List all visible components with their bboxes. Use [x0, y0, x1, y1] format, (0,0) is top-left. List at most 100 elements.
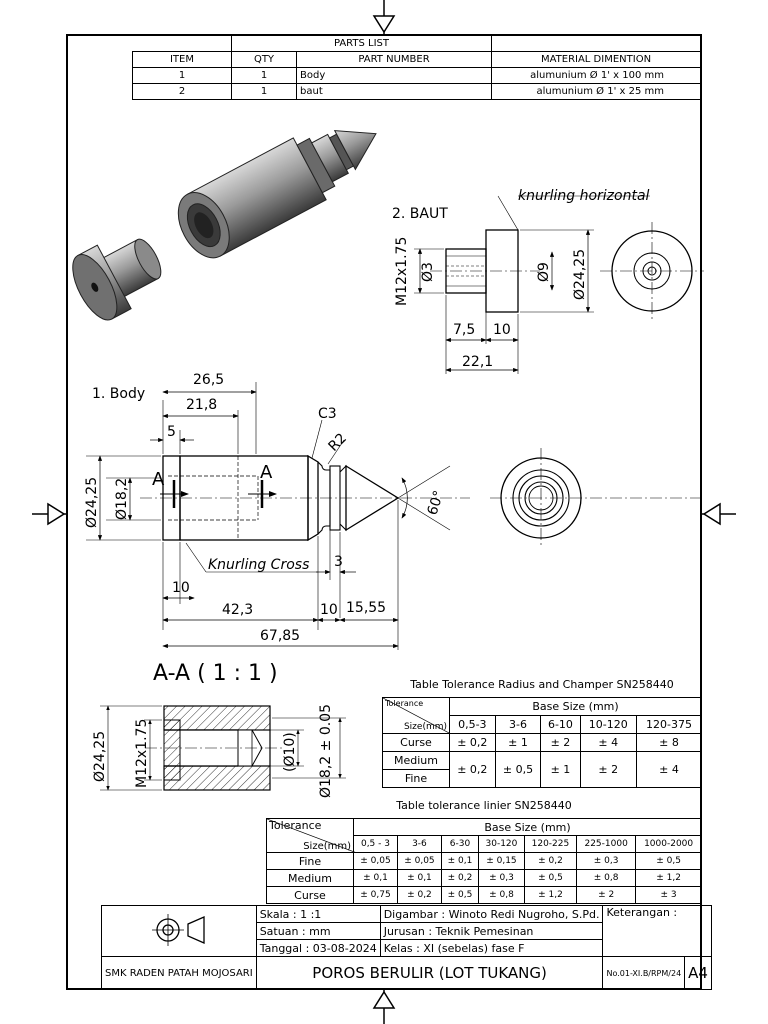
body-side-view — [86, 382, 700, 650]
tol-radius-title: Table Tolerance Radius and Champer SN258… — [410, 678, 674, 691]
jurusan-field: Jurusan : Teknik Pemesinan — [379, 922, 604, 940]
col-header: 0,5-3 — [449, 715, 496, 734]
corner-top-label: Tolerance — [269, 819, 322, 832]
tol-radius-table: Tolerance Size(mm) Base Size (mm) 0,5-3 … — [382, 697, 703, 788]
table-row: Fine ± 0,05 ± 0,05 ± 0,1 ± 0,15 ± 0,2 ± … — [266, 852, 702, 870]
section-thread-dim: M12x1.75 — [134, 719, 150, 788]
cell: ± 0,5 — [440, 886, 480, 904]
cell: ± 0,3 — [478, 869, 525, 887]
body-l10b-dim: 10 — [320, 602, 338, 618]
cell: ± 0,2 — [440, 869, 480, 887]
cell: ± 0,5 — [635, 852, 702, 870]
baut-d2425-dim: Ø24,25 — [572, 249, 588, 300]
cell: ± 0,2 — [396, 886, 442, 904]
corner-diagonal — [267, 819, 357, 853]
corner-bottom-label: Size(mm) — [403, 722, 447, 732]
cell: ± 0,1 — [440, 852, 480, 870]
col-header: 120-225 — [523, 835, 578, 853]
section-d10-dim: (Ø10) — [282, 732, 298, 772]
table-row: 2 1 baut alumunium Ø 1' x 25 mm — [132, 83, 701, 100]
drawing-title: POROS BERULIR (LOT TUKANG) — [255, 956, 604, 990]
col-header: 1000-2000 — [635, 835, 702, 853]
table-row: 1 1 Body alumunium Ø 1' x 100 mm — [132, 67, 701, 84]
row-header: Medium — [382, 751, 450, 770]
table-row: Curse ± 0,75 ± 0,2 ± 0,5 ± 0,8 ± 1,2 ± 2… — [266, 886, 702, 904]
section-aa-label: A-A ( 1 : 1 ) — [153, 661, 278, 686]
cell: ± 0,1 — [396, 869, 442, 887]
keterangan-field: Keterangan : — [602, 905, 712, 957]
table-row: Curse ± 0,2 ± 1 ± 2 ± 4 ± 8 — [382, 733, 703, 752]
row-header: Curse — [382, 733, 450, 752]
base-size-header: Base Size (mm) — [353, 818, 702, 836]
cell: ± 0,3 — [576, 852, 637, 870]
body-l1555-dim: 15,55 — [346, 600, 386, 616]
cell: ± 0,05 — [396, 852, 442, 870]
skala-field: Skala : 1 :1 — [255, 905, 381, 923]
body-d182-dim: Ø18,2 — [114, 478, 130, 520]
baut-label: 2. BAUT — [392, 206, 448, 222]
col-header: 30-120 — [478, 835, 525, 853]
parts-list-table: PARTS LIST ITEM QTY PART NUMBER MATERIAL… — [132, 35, 701, 100]
school-name-text: SMK RADEN PATAH MOJOSARI — [105, 967, 253, 979]
cell: ± 0,5 — [523, 869, 578, 887]
corner-top-label: Tolerance — [385, 699, 424, 708]
row-header: Fine — [266, 852, 354, 870]
table-row: Medium ± 0,2 ± 0,5 ± 1 ± 2 ± 4 — [382, 751, 703, 788]
col-header: 6-10 — [540, 715, 581, 734]
col-header: 120-375 — [635, 715, 703, 734]
body-l5-dim: 5 — [167, 424, 176, 440]
baut-d3-dim: Ø3 — [420, 262, 436, 282]
tol-linear-title: Table tolerance linier SN258440 — [396, 799, 572, 812]
section-mark-a-left: A — [152, 469, 165, 490]
cell: ± 0,1 — [353, 869, 398, 887]
col-header: 225-1000 — [576, 835, 637, 853]
sheet-size: A4 — [684, 956, 712, 990]
body-c3-dim: C3 — [318, 406, 337, 422]
cell: ± 0,5 — [494, 751, 542, 788]
tol-linear-table: Tolerance Size(mm) Base Size (mm) 0,5 - … — [266, 818, 702, 904]
body-l423-dim: 42,3 — [222, 602, 253, 618]
body-d2425-dim: Ø24,25 — [84, 477, 100, 528]
col-header: 3-6 — [396, 835, 442, 853]
body-l218-dim: 21,8 — [186, 397, 217, 413]
cell: ± 2 — [540, 733, 581, 752]
cell: ± 0,2 — [449, 733, 496, 752]
projection-symbol-cell — [101, 905, 257, 957]
body-angle-dim: 60° — [425, 489, 448, 518]
tanggal-field: Tanggal : 03-08-2024 — [255, 939, 381, 957]
section-d182-dim: Ø18,2 ± 0.05 — [318, 704, 334, 798]
cell: alumunium Ø 1' x 25 mm — [491, 83, 701, 100]
baut-l75-dim: 7,5 — [453, 322, 475, 338]
body-knurling-note: Knurling Cross — [208, 557, 309, 573]
cell: ± 8 — [635, 733, 703, 752]
cell: ± 0,2 — [449, 751, 496, 788]
cell: ± 0,75 — [353, 886, 398, 904]
baut-d9-dim: Ø9 — [536, 262, 552, 282]
section-d2425-dim: Ø24,25 — [92, 731, 108, 782]
baut-l221-dim: 22,1 — [462, 354, 493, 370]
corner-diagonal — [383, 698, 451, 734]
cell: ± 3 — [635, 886, 702, 904]
row-header: Fine — [382, 769, 450, 788]
table-row: Medium ± 0,1 ± 0,1 ± 0,2 ± 0,3 ± 0,5 ± 0… — [266, 869, 702, 887]
cell: ± 0,05 — [353, 852, 398, 870]
cell: ± 2 — [579, 751, 637, 788]
row-header: Curse — [266, 886, 354, 904]
cell: ± 1 — [494, 733, 542, 752]
col-header: 0,5 - 3 — [353, 835, 398, 853]
body-label: 1. Body — [92, 386, 145, 402]
satuan-field: Satuan : mm — [255, 922, 381, 940]
section-mark-a-right: A — [260, 462, 273, 483]
body-l265-dim: 26,5 — [193, 372, 224, 388]
baut-l10-dim: 10 — [493, 322, 511, 338]
body-l6785-dim: 67,85 — [260, 628, 300, 644]
body-r2-dim: R2 — [326, 430, 350, 454]
body-l3-dim: 3 — [334, 554, 343, 570]
cell: ± 4 — [579, 733, 637, 752]
cell: ± 4 — [635, 751, 703, 788]
cell: ± 1,2 — [523, 886, 578, 904]
first-angle-projection-icon — [151, 913, 205, 946]
cell: ± 0,8 — [576, 869, 637, 887]
